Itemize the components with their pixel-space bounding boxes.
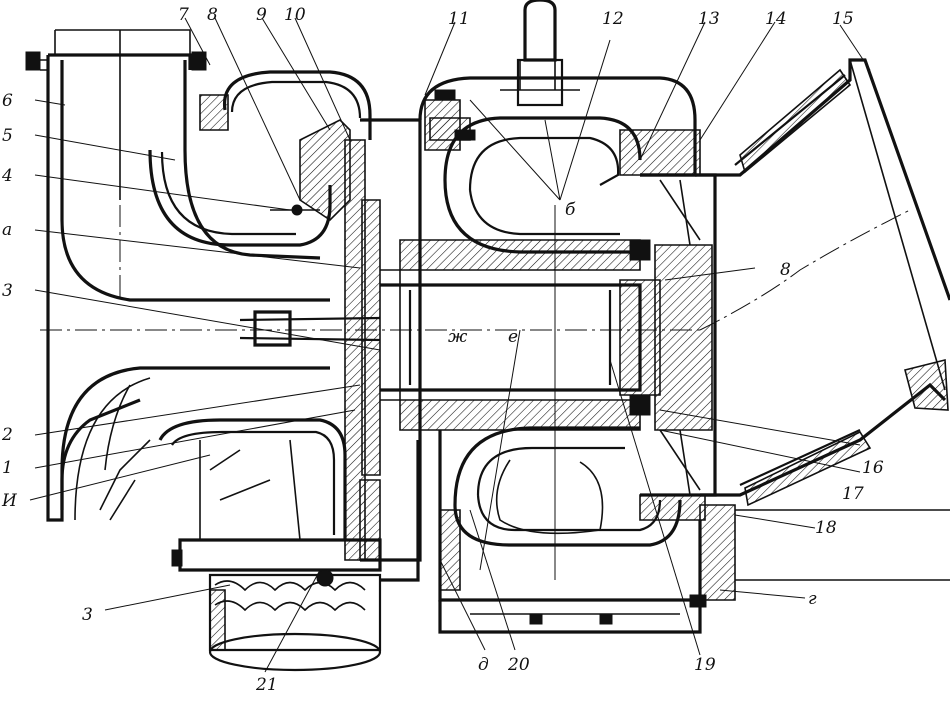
label-2: 2	[1, 425, 13, 445]
label-3-left: 3	[2, 281, 13, 301]
label-19: 19	[694, 655, 716, 675]
compressor-volute-lower	[60, 366, 382, 572]
label-6: 6	[2, 91, 13, 111]
label-1: 1	[2, 458, 13, 478]
label-d: д	[478, 655, 489, 675]
label-11: 11	[448, 9, 470, 29]
label-15: 15	[832, 9, 854, 29]
exhaust-outlet	[695, 58, 950, 581]
leader-lines	[29, 17, 871, 673]
turbine-wheel	[619, 129, 717, 521]
label-g: г	[808, 589, 817, 609]
label-5: 5	[2, 126, 13, 146]
label-e: е	[508, 327, 518, 347]
label-13: 13	[698, 9, 720, 29]
label-20: 20	[507, 655, 530, 675]
label-3-bottom: 3	[82, 605, 93, 625]
label-21: 21	[255, 675, 278, 695]
construction-lines	[40, 30, 911, 580]
label-8-right: 8	[780, 260, 791, 280]
label-zh: ж	[448, 327, 468, 347]
turbine-volute-lower	[438, 426, 736, 634]
label-12: 12	[602, 9, 624, 29]
label-17: 17	[842, 484, 864, 504]
label-7: 7	[178, 5, 189, 25]
compressor-volute-upper	[148, 70, 372, 247]
label-i: И	[1, 491, 18, 511]
label-8-top: 8	[207, 5, 218, 25]
label-10: 10	[284, 5, 306, 25]
label-4: 4	[1, 166, 13, 186]
label-a: a	[2, 220, 12, 240]
bottom-bellows-duct	[208, 569, 382, 672]
label-18: 18	[815, 518, 837, 538]
label-9: 9	[256, 5, 267, 25]
callout-labels: 6 5 4 a 3 2 1 И 3 7 8 9 10 11 12 13 14 1…	[1, 5, 884, 695]
compressor-inlet-elbow	[25, 29, 330, 522]
turbine-volute-upper	[418, 0, 697, 254]
label-14: 14	[765, 9, 787, 29]
label-b: б	[565, 200, 576, 220]
label-16: 16	[862, 458, 884, 478]
